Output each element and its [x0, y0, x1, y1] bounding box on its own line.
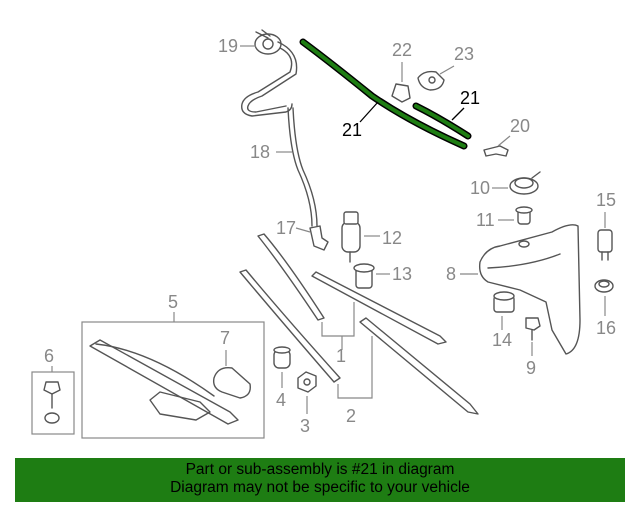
part-23-nozzle [417, 70, 445, 91]
leader-20 [497, 135, 511, 147]
callout-14: 14 [492, 330, 512, 350]
leader-2 [337, 336, 373, 399]
callout-20: 20 [510, 116, 530, 136]
part-13-grommet [353, 263, 375, 289]
callout-18: 18 [250, 142, 270, 162]
part-5-wiper-linkage [81, 321, 265, 439]
part-20-t-connector [483, 145, 509, 157]
part-18-hose [287, 107, 318, 227]
callout-17: 17 [276, 218, 296, 238]
part-7-wiper-motor [212, 367, 251, 399]
part-6-bolt [31, 371, 75, 435]
callout-5: 5 [168, 292, 178, 312]
callout-16: 16 [596, 318, 616, 338]
callout-6: 6 [44, 346, 54, 366]
part-3-nut [297, 371, 317, 393]
callout-13: 13 [392, 264, 412, 284]
part-15-level-sensor [597, 229, 613, 261]
part-16-grommet [594, 279, 614, 293]
part-14-cap [493, 291, 515, 313]
callout-21-right: 21 [460, 88, 480, 108]
callout-19: 19 [218, 36, 238, 56]
part-19-check-valve [241, 29, 298, 117]
part-22-connector [391, 83, 411, 103]
callout-12: 12 [382, 228, 402, 248]
leader-17 [295, 227, 311, 233]
leader-21-left [359, 101, 379, 123]
callout-10: 10 [470, 178, 490, 198]
callout-21-left: 21 [342, 120, 362, 140]
callout-22: 22 [392, 40, 412, 60]
part-12-washer-pump [341, 211, 361, 263]
part-17-elbow [309, 225, 329, 251]
callout-1: 1 [336, 346, 346, 366]
part-10-cap [509, 171, 541, 195]
part-2-wiper-blade [239, 269, 479, 415]
callout-4: 4 [276, 390, 286, 410]
part-21-washer-hose[interactable] [299, 38, 472, 150]
leader-1 [321, 302, 355, 337]
part-4-cap [273, 346, 291, 369]
callout-23: 23 [454, 44, 474, 64]
leader-23 [439, 65, 455, 75]
notice-banner: Part or sub-assembly is #21 in diagram D… [15, 458, 625, 502]
callout-2: 2 [346, 406, 356, 426]
part-11-grommet [515, 206, 533, 225]
callout-9: 9 [526, 358, 536, 378]
leader-21-right [451, 107, 465, 121]
part-1-wiper-arm [257, 233, 447, 345]
banner-line-2: Diagram may not be specific to your vehi… [170, 479, 470, 496]
part-9-bolt [525, 317, 541, 341]
callout-15: 15 [596, 190, 616, 210]
callout-7: 7 [220, 328, 230, 348]
callout-11: 11 [476, 210, 495, 230]
callout-3: 3 [300, 416, 310, 436]
callout-8: 8 [446, 264, 456, 284]
banner-line-1: Part or sub-assembly is #21 in diagram [185, 461, 455, 478]
part-8-washer-reservoir [478, 224, 581, 355]
